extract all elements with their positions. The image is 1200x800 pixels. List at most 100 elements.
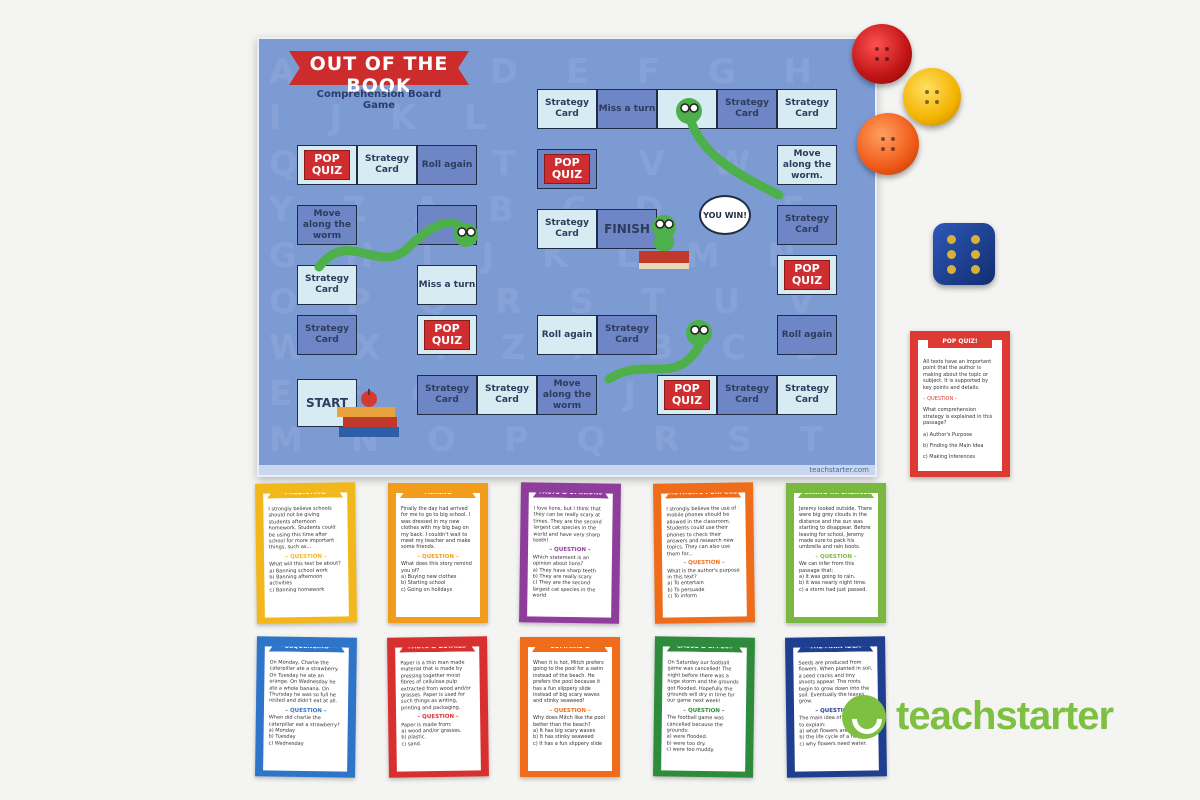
card-passage: I love lions, but I think that they can … (533, 505, 602, 544)
card-title: CAUSE & EFFECT (667, 646, 743, 652)
square-pop-quiz-5[interactable]: POP QUIZ (537, 149, 597, 189)
square-move-worm-3[interactable]: Move along the worm. (777, 145, 837, 185)
card-option: a) Buying new clothes (401, 574, 457, 581)
worm-icon (676, 98, 784, 200)
card-passage: Paper is a thin man made material that i… (400, 659, 471, 712)
card-passage: On Monday, Charlie the caterpillar ate a… (269, 659, 339, 705)
square-roll-again-2[interactable]: Roll again (537, 315, 597, 355)
square-strategy-9[interactable]: Strategy Card (777, 205, 837, 245)
square-move-worm-1[interactable]: Move along the worm (297, 205, 357, 245)
card-option: b) Finding the Main Idea (923, 443, 984, 450)
card-option: b) It has stinky seaweed (533, 734, 594, 741)
square-strategy-13[interactable]: Strategy Card (537, 209, 597, 249)
worm-icon (604, 320, 712, 384)
square-strategy-1[interactable]: Strategy Card (297, 265, 357, 305)
card-option: b) Starting school (401, 580, 446, 587)
red-counter-token[interactable] (852, 24, 912, 84)
teachstarter-logo-icon (842, 694, 886, 739)
card-question-label: – QUESTION – (815, 553, 857, 560)
dice-icon[interactable] (933, 223, 995, 285)
square-pop-quiz-2[interactable]: POP QUIZ (417, 315, 477, 355)
card-question: The football game was cancelled because … (666, 714, 724, 734)
card-question-label: – QUESTION – (417, 553, 459, 560)
card-option: b) Banning afternoon activities (269, 573, 323, 587)
card-passage: Finally the day had arrived for me to go… (401, 506, 471, 551)
card-title: PREDICTING (267, 492, 343, 498)
book-stack-icon (337, 389, 399, 437)
square-miss-turn-1[interactable]: Miss a turn (417, 265, 477, 305)
square-pop-quiz-4[interactable]: POP QUIZ (777, 255, 837, 295)
square-strategy-3[interactable]: Strategy Card (357, 145, 417, 185)
card-title: FACTS & OPINIONS (533, 492, 609, 498)
strategy-card[interactable]: MAKING INFERENCES Jeremy looked outside. … (786, 483, 886, 623)
pop-quiz-label: POP QUIZ (664, 380, 710, 410)
card-title: FACTS & DETAILS (399, 646, 475, 652)
card-question: Which statement is an opinion about lion… (532, 554, 590, 568)
card-option: c) Going on holidays (401, 586, 453, 593)
card-title: MAKING INFERENCES (798, 493, 874, 498)
square-strategy-6[interactable]: Strategy Card (597, 315, 657, 355)
card-option: c) why flowers need water. (799, 740, 867, 748)
square-strategy-2[interactable]: Strategy Card (297, 315, 357, 355)
square-move-worm-2[interactable]: Move along the worm (537, 375, 597, 415)
title-banner (289, 51, 469, 85)
square-strategy-12[interactable]: Strategy Card (537, 89, 597, 129)
card-question: We can infer from this passage that: (799, 561, 855, 574)
card-option: b) it was nearly night time. (799, 580, 867, 587)
game-board: A B C D E F G H I J K L M N O P Q R S T … (257, 37, 877, 477)
square-strategy-10[interactable]: Strategy Card (777, 89, 837, 129)
card-option: c) They are the second largest cat speci… (532, 579, 596, 599)
square-pop-quiz[interactable]: POP QUIZ (297, 145, 357, 185)
worm-icon (314, 218, 478, 272)
square-strategy-11[interactable]: Strategy Card (717, 89, 777, 129)
card-title: MAKING CONNECTIONS (400, 493, 476, 498)
square-strategy-7[interactable]: Strategy Card (717, 375, 777, 415)
card-question: What comprehension strategy is explained… (923, 407, 993, 427)
pop-quiz-label: POP QUIZ (424, 320, 470, 350)
card-option: a) It has big scary waves (533, 728, 596, 735)
card-passage: On Saturday our football game was cancel… (667, 659, 739, 705)
card-question-label: – QUESTION – (549, 547, 591, 554)
strategy-card[interactable]: FACTS & DETAILS Paper is a thin man made … (387, 636, 489, 778)
card-question: When did charlie the caterpillar eat a s… (268, 714, 340, 729)
square-strategy-5[interactable]: Strategy Card (477, 375, 537, 415)
square-strategy-4[interactable]: Strategy Card (417, 375, 477, 415)
card-question: Why does Mitch like the pool better than… (533, 715, 605, 728)
square-roll-again-3[interactable]: Roll again (777, 315, 837, 355)
you-win-bubble: YOU WIN! (699, 195, 751, 235)
pop-quiz-label: POP QUIZ (784, 260, 830, 290)
orange-counter-token[interactable] (857, 113, 919, 175)
strategy-card[interactable]: SEQUENCING On Monday, Charlie the caterpi… (255, 636, 357, 778)
card-question-label: – QUESTION – (285, 553, 327, 561)
card-passage: Jeremy looked outside. There were big gr… (799, 506, 872, 551)
card-question: What does this story remind you of? (401, 561, 472, 574)
pop-quiz-label: POP QUIZ (544, 154, 590, 184)
card-option: c) a storm had just passed. (799, 586, 867, 593)
pop-quiz-card[interactable]: POP QUIZ! All texts have an important po… (910, 331, 1010, 477)
yellow-counter-token[interactable] (903, 68, 961, 126)
strategy-card[interactable]: FACTS & OPINIONS I love lions, but I thin… (519, 482, 621, 624)
card-title: SEQUENCING (269, 646, 345, 652)
card-question-label: – QUESTION – (923, 396, 958, 403)
square-miss-turn-2[interactable]: Miss a turn (597, 89, 657, 129)
card-question-label: – QUESTION – (683, 707, 725, 715)
card-question-label: – QUESTION – (683, 559, 725, 567)
card-option: c) were too muddy. (666, 746, 715, 754)
card-option: c) Wednesday (268, 740, 304, 747)
winner-worm-icon (639, 215, 689, 269)
card-title: THE MAIN IDEA (797, 646, 873, 652)
square-strategy-8[interactable]: Strategy Card (777, 375, 837, 415)
pop-quiz-label: POP QUIZ (304, 150, 350, 180)
strategy-card[interactable]: CAUSE & EFFECT On Saturday our football g… (653, 636, 755, 778)
square-pop-quiz-3[interactable]: POP QUIZ (657, 375, 717, 415)
square-roll-again-1[interactable]: Roll again (417, 145, 477, 185)
card-title: POP QUIZ! (928, 336, 992, 348)
square-finish[interactable]: FINISH (597, 209, 657, 249)
board-subtitle: Comprehension Board Game (316, 89, 442, 111)
strategy-card[interactable]: MAKING CONNECTIONS Finally the day had ar… (388, 483, 488, 623)
brand-footer: teachstarter.com (809, 466, 869, 474)
card-question-label: – QUESTION – (549, 707, 591, 714)
